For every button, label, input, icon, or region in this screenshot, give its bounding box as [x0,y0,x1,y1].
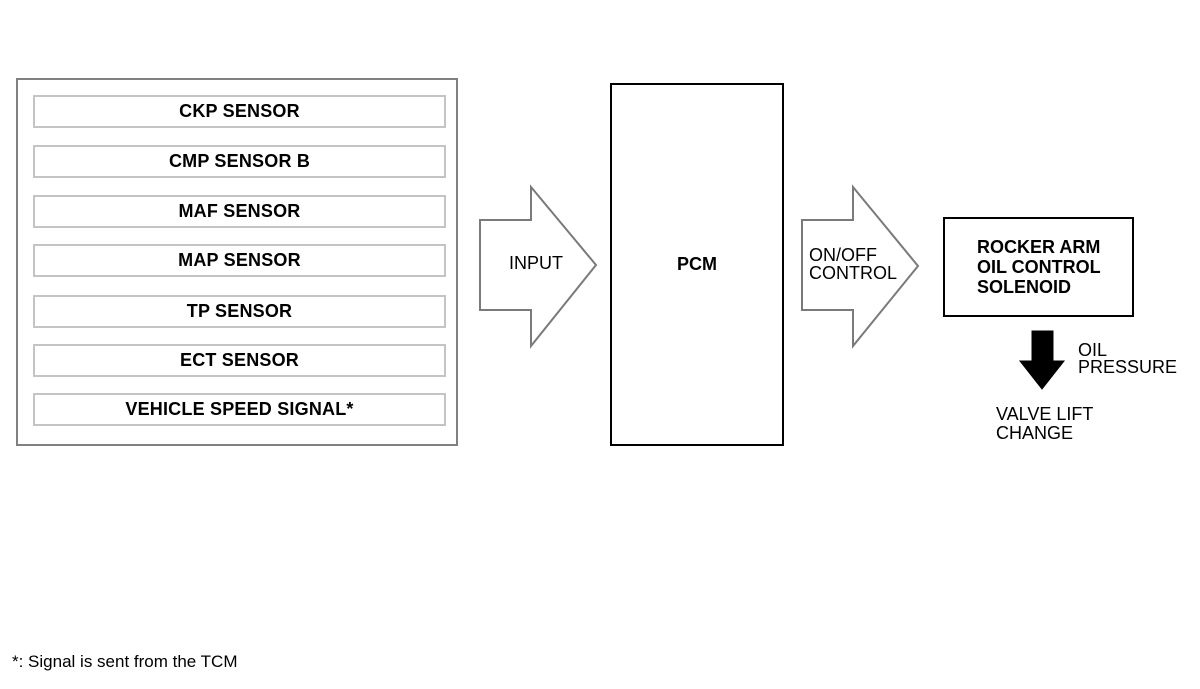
oil-pressure-arrow [1018,330,1066,390]
sensor-label: CMP SENSOR B [168,151,311,171]
sensor-ect: ECT SENSOR [33,344,446,377]
sensor-maf: MAF SENSOR [33,195,446,228]
solenoid-box: ROCKER ARM OIL CONTROL SOLENOID [943,217,1134,317]
sensor-label: MAF SENSOR [178,201,301,221]
control-label-line2: CONTROL [809,263,898,283]
control-arrow [801,184,920,349]
oil-pressure-line1: OIL [1078,340,1108,360]
valve-lift-line2: CHANGE [996,423,1074,443]
sensor-vehicle-speed: VEHICLE SPEED SIGNAL* [33,393,446,426]
sensor-group: CKP SENSOR CMP SENSOR B MAF SENSOR MAP S… [16,78,458,446]
solenoid-line2: OIL CONTROL [977,257,1101,277]
oil-pressure-line2: PRESSURE [1078,357,1178,377]
sensor-label: TP SENSOR [186,301,293,321]
solenoid-label: ROCKER ARM OIL CONTROL SOLENOID [977,237,1101,297]
sensor-label: ECT SENSOR [179,350,300,370]
pcm-label: PCM [677,254,717,274]
input-label: INPUT [509,253,563,273]
valve-lift-line1: VALVE LIFT [996,404,1094,424]
pcm-box: PCM [610,83,784,446]
control-label-line1: ON/OFF [809,245,877,265]
sensor-cmp-b: CMP SENSOR B [33,145,446,178]
sensor-ckp: CKP SENSOR [33,95,446,128]
sensor-label: VEHICLE SPEED SIGNAL* [125,399,354,419]
sensor-tp: TP SENSOR [33,295,446,328]
solenoid-line1: ROCKER ARM [977,237,1101,257]
sensor-label: MAP SENSOR [178,250,301,270]
sensor-map: MAP SENSOR [33,244,446,277]
input-arrow [479,184,598,349]
solenoid-line3: SOLENOID [977,277,1072,297]
sensor-label: CKP SENSOR [179,101,300,121]
footnote: *: Signal is sent from the TCM [12,652,238,671]
